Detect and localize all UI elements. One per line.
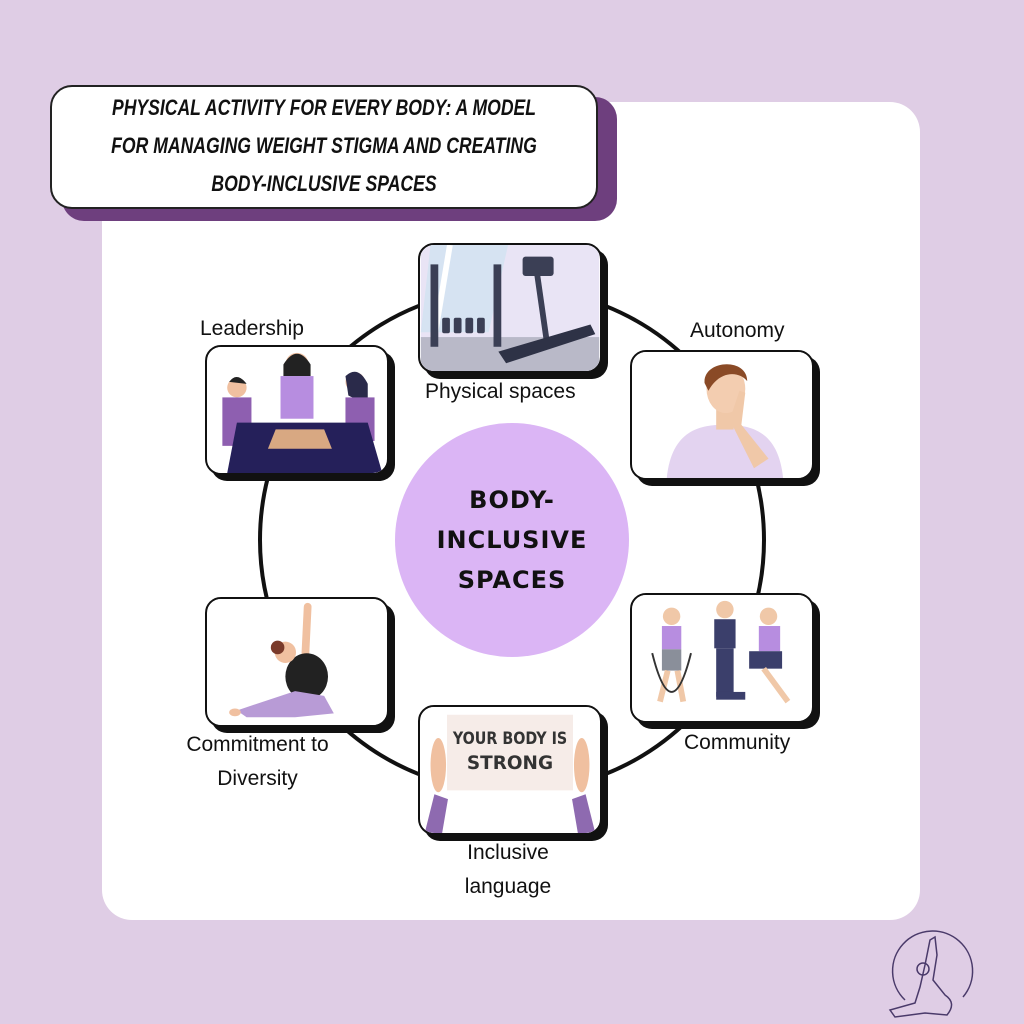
physical-spaces-card <box>418 243 602 373</box>
node-label-autonomy: Autonomy <box>690 319 785 342</box>
page-title: PHYSICAL ACTIVITY FOR EVERY BODY: A MODE… <box>50 85 598 209</box>
inclusive-language-card: YOUR BODY IS STRONG <box>418 705 602 835</box>
meeting-illustration <box>207 347 387 473</box>
title-line: BODY-INCLUSIVE SPACES <box>211 171 437 196</box>
commitment-to-diversity-card <box>205 597 389 727</box>
sign-text: STRONG <box>467 753 553 774</box>
yoga-pose-illustration <box>207 599 387 725</box>
title-line: PHYSICAL ACTIVITY FOR EVERY BODY: A MODE… <box>111 95 537 120</box>
center-hub: BODY- INCLUSIVE SPACES <box>395 423 629 657</box>
community-card <box>630 593 814 723</box>
autonomy-card <box>630 350 814 480</box>
gym-treadmill-illustration <box>420 245 600 371</box>
node-label-commitment-to-diversity: Commitment to Diversity <box>165 728 350 796</box>
hub-line: INCLUSIVE <box>436 526 588 554</box>
label-line: language <box>464 875 552 898</box>
leadership-card <box>205 345 389 475</box>
title-line: FOR MANAGING WEIGHT STIGMA AND CREATING <box>111 133 537 158</box>
sign-text: YOUR BODY IS <box>452 729 567 748</box>
hub-line: BODY- <box>469 486 555 514</box>
group-exercise-illustration <box>632 595 812 721</box>
hub-line: SPACES <box>457 566 567 594</box>
node-label-inclusive-language: Inclusive language <box>458 836 558 904</box>
sign-illustration: YOUR BODY IS STRONG <box>420 707 600 833</box>
node-label-community: Community <box>684 731 791 754</box>
thinking-man-illustration <box>632 352 812 478</box>
label-line: Inclusive <box>467 841 549 864</box>
label-line: Commitment to <box>186 733 329 756</box>
node-label-leadership: Leadership <box>200 317 304 340</box>
node-label-physical-spaces: Physical spaces <box>425 380 576 403</box>
yoga-logo-icon <box>888 930 974 1018</box>
label-line: Diversity <box>217 767 298 790</box>
